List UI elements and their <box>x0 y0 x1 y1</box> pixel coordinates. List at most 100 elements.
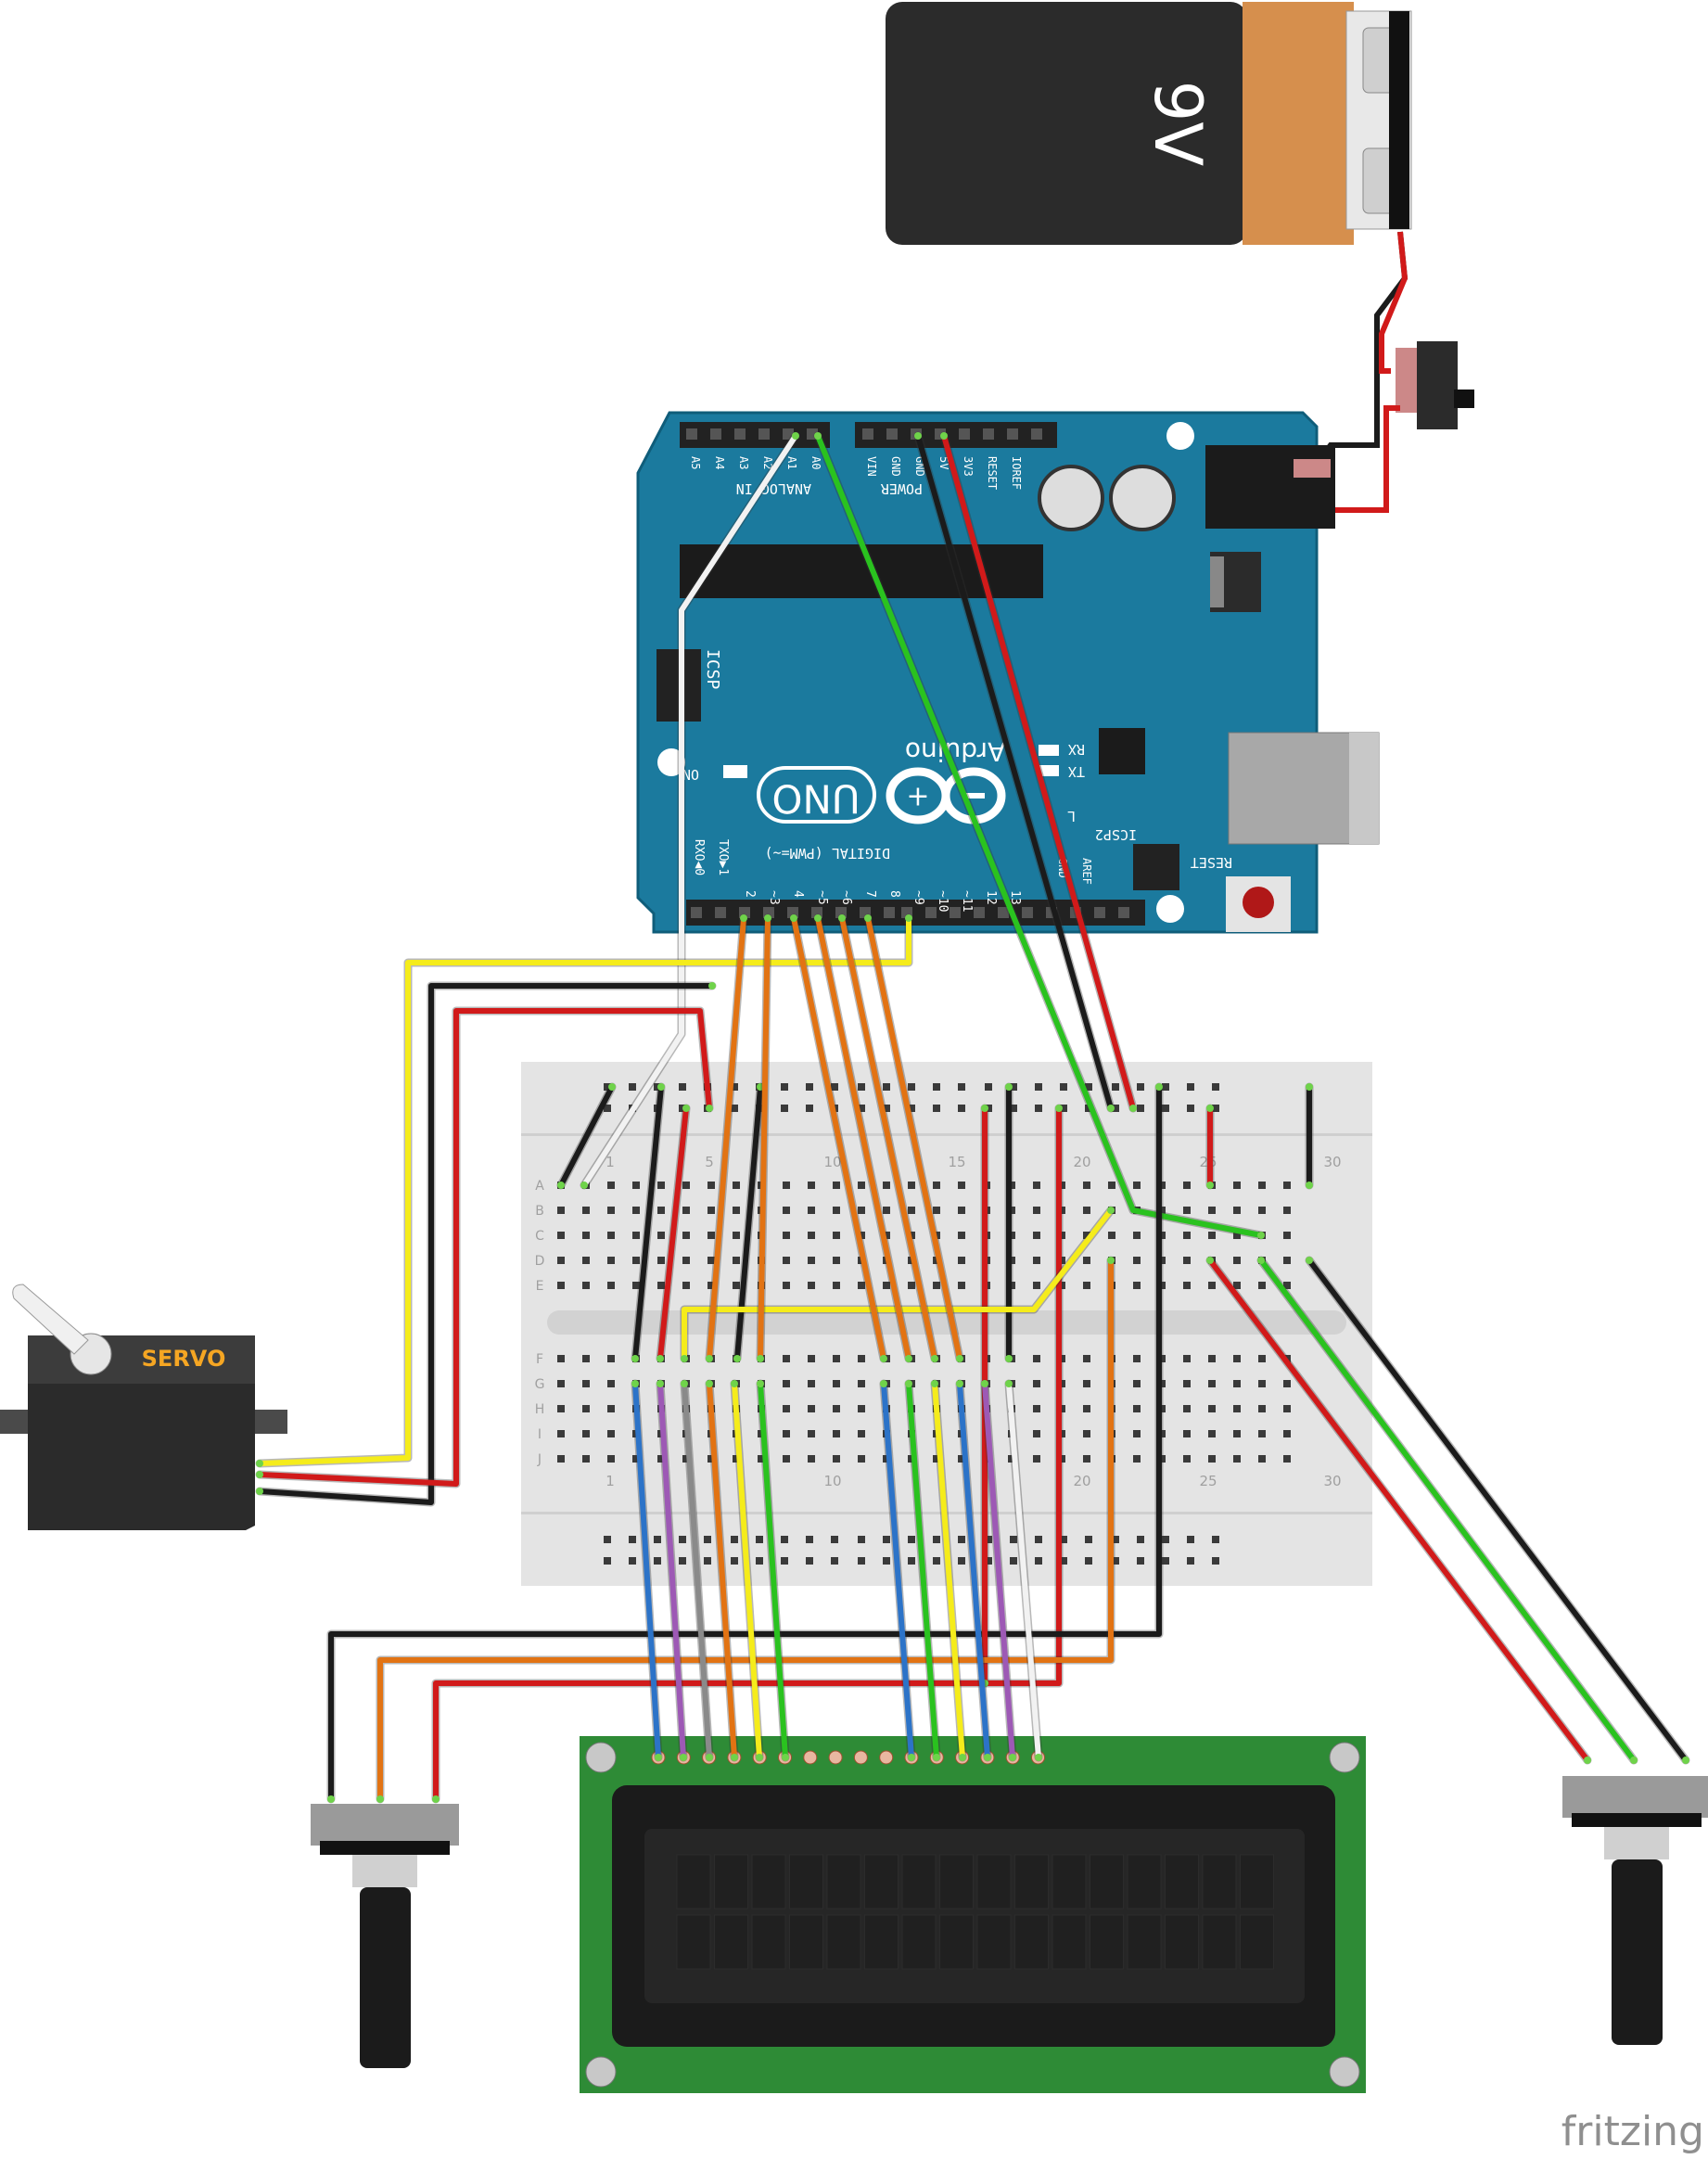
terminal-hole <box>1233 1455 1241 1463</box>
power-rail-hole <box>1060 1536 1067 1543</box>
wire-black-end <box>1107 1105 1115 1112</box>
power-rail-hole <box>831 1536 838 1543</box>
power-rail-hole <box>731 1083 738 1091</box>
wire-black-pot-right-end <box>1682 1757 1689 1764</box>
power-rail-hole <box>629 1536 636 1543</box>
wire-black-c24-end <box>1155 1083 1163 1091</box>
terminal-hole <box>883 1455 890 1463</box>
wire-lcd-data-end <box>680 1754 687 1761</box>
lcd-pin <box>853 1750 868 1765</box>
wire-green-pot-right-end <box>1257 1257 1265 1264</box>
terminal-hole <box>1033 1380 1040 1387</box>
power-rail-hole <box>933 1557 940 1565</box>
column-number: 1 <box>605 1473 615 1489</box>
terminal-hole <box>808 1207 815 1214</box>
wires <box>255 431 1690 1804</box>
lcd-cell <box>789 1854 823 1910</box>
dc-power-jack <box>1205 445 1335 529</box>
switch-body <box>1417 341 1458 429</box>
lcd-cell <box>714 1854 748 1910</box>
wire-orange-digital <box>707 915 746 1361</box>
pot-left-knob[interactable] <box>360 1887 411 2068</box>
lcd-cell <box>901 1854 937 1910</box>
wire-lcd-data-end <box>908 1754 915 1761</box>
terminal-hole <box>557 1282 565 1289</box>
wire-lcd-data <box>707 1381 737 1760</box>
lcd-cell <box>901 1914 937 1970</box>
terminal-hole <box>682 1207 690 1214</box>
analog-pin-socket <box>710 428 721 440</box>
wire-red-pot-right-end <box>1584 1757 1591 1764</box>
terminal-hole <box>557 1430 565 1437</box>
terminal-hole <box>958 1257 965 1264</box>
terminal-hole <box>1108 1182 1115 1189</box>
terminal-hole <box>908 1455 915 1463</box>
wire-white-a1-end <box>792 432 799 440</box>
power-rail-hole <box>731 1105 738 1112</box>
terminal-hole <box>833 1355 840 1362</box>
terminal-hole <box>1283 1380 1291 1387</box>
analog-pin-label: A3 <box>737 456 750 469</box>
wire-yellow-link-end <box>681 1355 688 1362</box>
terminal-hole <box>707 1282 715 1289</box>
wire-orange-digital <box>839 915 937 1361</box>
terminal-hole <box>1233 1355 1241 1362</box>
wire-lcd-data <box>881 1381 914 1760</box>
column-number: 5 <box>705 1154 714 1170</box>
wire-lcd-data-end <box>655 1754 662 1761</box>
terminal-hole <box>1283 1207 1291 1214</box>
terminal-hole <box>607 1455 615 1463</box>
terminal-hole <box>1283 1430 1291 1437</box>
terminal-hole <box>933 1282 940 1289</box>
uno-logo-frame <box>757 766 876 824</box>
terminal-hole <box>808 1282 815 1289</box>
power-rail-hole <box>883 1105 890 1112</box>
lcd-cell <box>1240 1914 1274 1970</box>
pot-right-knob[interactable] <box>1612 1859 1663 2045</box>
reset-button-cap[interactable] <box>1243 887 1274 918</box>
wire-orange-digital-end <box>757 1355 764 1362</box>
terminal-hole <box>1083 1355 1090 1362</box>
lcd-cell <box>1014 1914 1049 1970</box>
row-letter: G <box>535 1377 545 1392</box>
terminal-hole <box>682 1257 690 1264</box>
wire-black-gnd-rail-end <box>608 1083 616 1091</box>
analog-pin-label: A2 <box>761 456 774 469</box>
terminal-hole <box>958 1207 965 1214</box>
analog-pin-socket <box>783 428 794 440</box>
terminal-hole <box>958 1282 965 1289</box>
wire-lcd-data-end <box>905 1380 912 1387</box>
wire-yellow-servo-end <box>905 914 912 922</box>
power-rail-hole <box>806 1536 813 1543</box>
wire-green-a0-end <box>1257 1232 1265 1239</box>
power-rail-hole <box>908 1105 915 1112</box>
analog-pin-socket <box>686 428 697 440</box>
analog-pin-label: A1 <box>785 456 798 469</box>
terminal-hole <box>858 1405 865 1412</box>
terminal-hole <box>707 1232 715 1239</box>
usb-chip <box>1099 728 1145 774</box>
switch-red-lead <box>1307 405 1400 513</box>
wire-lcd-data <box>657 1381 686 1760</box>
battery-label: 9V <box>1140 81 1216 167</box>
pot-right-body <box>1562 1776 1708 1818</box>
terminal-hole <box>1183 1405 1191 1412</box>
lcd-cell <box>1052 1914 1087 1970</box>
power-rail-hole <box>806 1083 813 1091</box>
terminal-hole <box>582 1257 590 1264</box>
terminal-hole <box>632 1455 640 1463</box>
terminal-hole <box>1208 1207 1216 1214</box>
power-rail-hole <box>908 1557 915 1565</box>
terminal-hole <box>833 1380 840 1387</box>
lcd-cell <box>864 1854 899 1910</box>
digital-pin-label: 12 <box>984 890 998 905</box>
power-rail-hole <box>604 1536 611 1543</box>
digital-pin-socket <box>998 907 1009 918</box>
wire-lcd-data-end <box>1005 1380 1013 1387</box>
terminal-hole <box>833 1430 840 1437</box>
terminal-hole <box>1208 1380 1216 1387</box>
terminal-hole <box>833 1182 840 1189</box>
terminal-hole <box>783 1380 790 1387</box>
